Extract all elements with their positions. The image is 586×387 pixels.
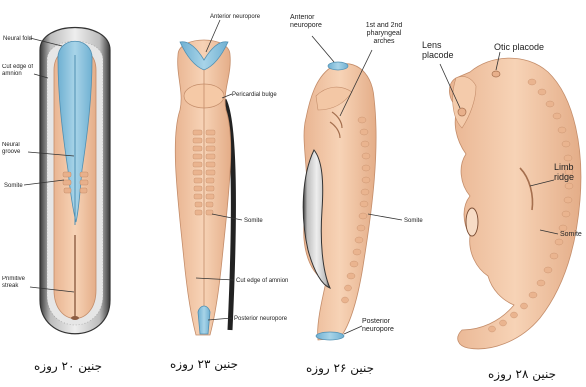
label-cut-edge-amnion-2: Cut edge of amnion: [236, 278, 288, 284]
panel-day-20: Neural fold Cut edge of amnion Neural gr…: [2, 28, 110, 375]
embryo-day-28-drawing: [449, 58, 580, 349]
label-limb-ridge: Limb ridge: [554, 162, 586, 188]
label-somite-3: Somite: [404, 218, 423, 224]
label-lens-placode: Lens placode: [422, 40, 456, 66]
caption-day-28: جنین ۲۸ روزه: [488, 367, 556, 382]
label-otic-placode: Otic placode: [494, 42, 544, 52]
caption-day-23: جنین ۲۳ روزه: [170, 357, 238, 372]
label-anterior-neuropore-2: Anterior neuropore: [210, 14, 261, 20]
panel-day-28: Lens placode Otic placode Limb ridge Som…: [422, 40, 586, 382]
label-posterior-neuropore-3: Posterior neuropore: [362, 318, 406, 340]
label-anterior-neuropore-3: Anterior neuropore: [290, 14, 330, 36]
label-somite-1: Somite: [4, 183, 23, 189]
panel-day-26: Anterior neuropore 1st and 2nd pharyngea…: [290, 14, 423, 376]
embryo-day-26-drawing: [303, 62, 376, 340]
label-neural-groove: Neural groove: [2, 142, 32, 164]
embryo-day-20-drawing: [40, 28, 110, 334]
caption-day-26: جنین ۲۶ روزه: [306, 361, 374, 376]
label-cut-edge-amnion-1: Cut edge of amnion: [2, 64, 38, 86]
label-posterior-neuropore-2: Posterior neuropore: [234, 316, 288, 322]
label-neural-fold: Neural fold: [3, 36, 32, 42]
label-somite-2: Somite: [244, 218, 263, 224]
label-pericardial-bulge: Pericardial bulge: [232, 92, 277, 98]
label-pharyngeal-arches: 1st and 2nd pharyngeal arches: [358, 22, 410, 54]
label-somite-4: Somite: [560, 231, 582, 238]
label-primitive-streak: Primitive streak: [2, 276, 32, 298]
panel-day-23: Anterior neuropore Pericardial bulge Som…: [170, 14, 288, 372]
caption-day-20: جنین ۲۰ روزه: [34, 359, 102, 374]
embryo-day-23-drawing: [175, 40, 233, 335]
